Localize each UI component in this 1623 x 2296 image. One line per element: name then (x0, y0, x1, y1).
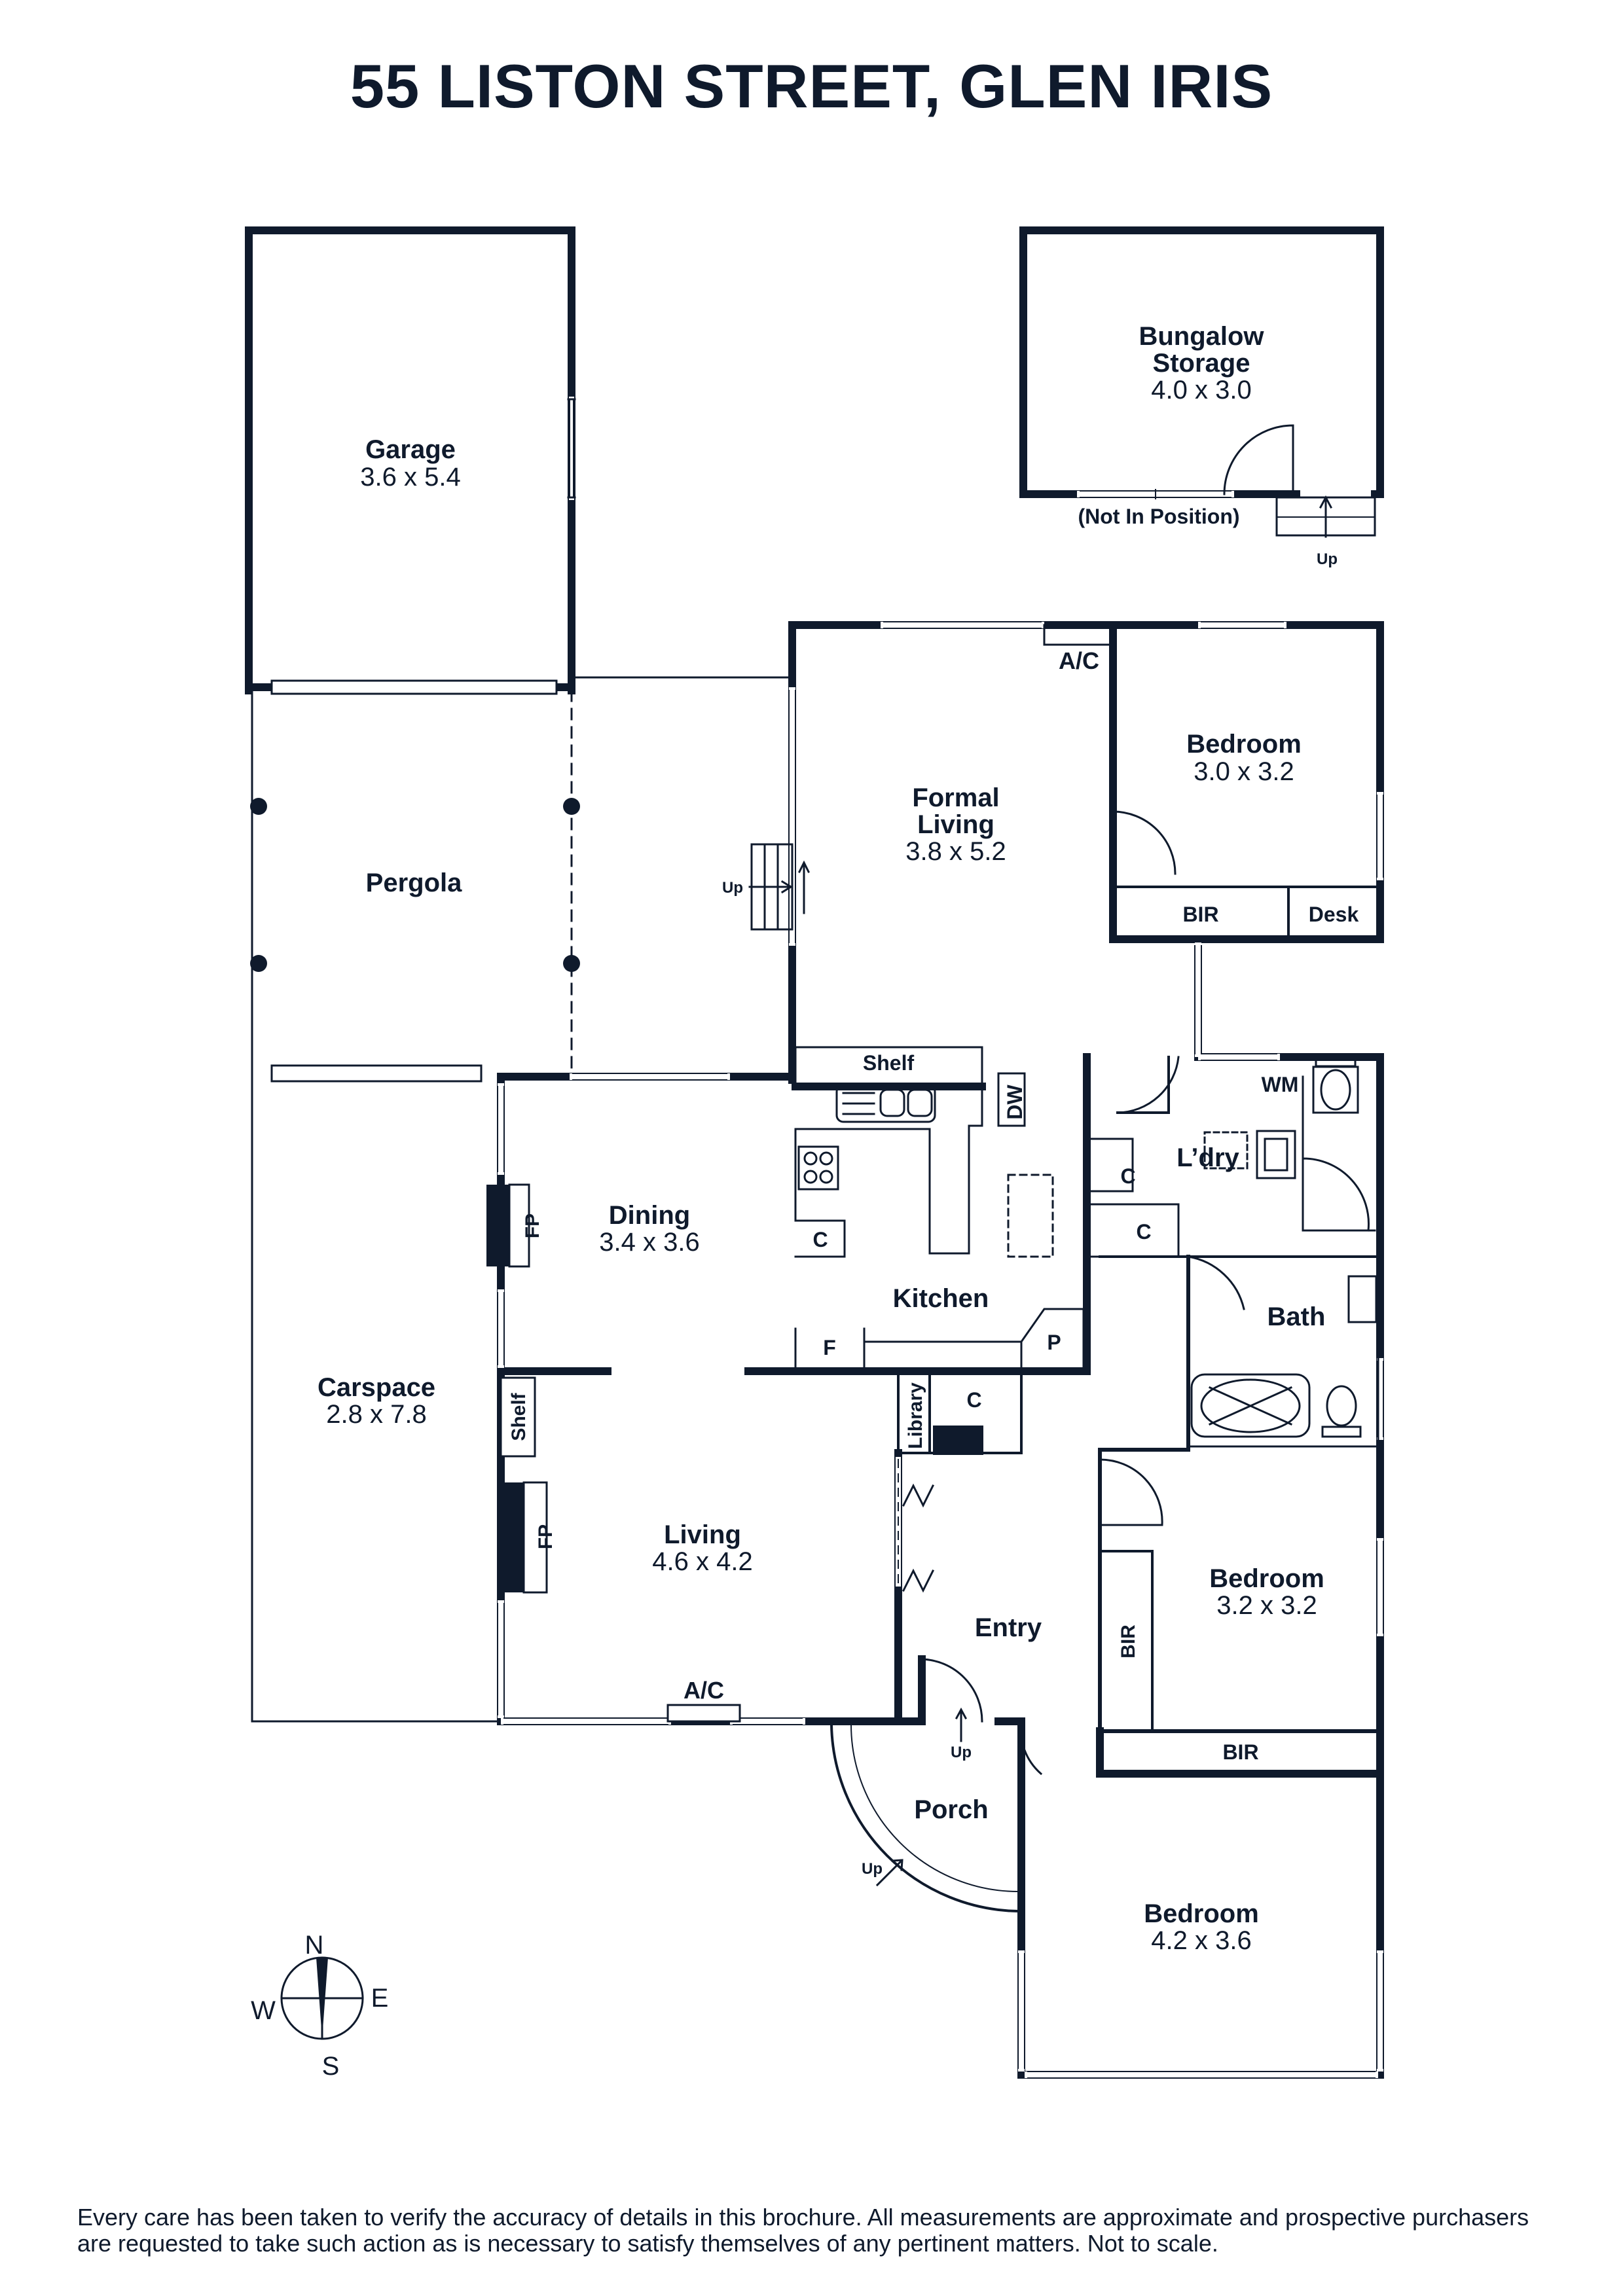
dining-dims: 3.4 x 3.6 (599, 1228, 699, 1257)
bath-name: Bath (1267, 1302, 1326, 1331)
ac-living: A/C (684, 1677, 724, 1704)
kitchen-fittings (794, 1046, 1085, 1372)
formal-living-dims: 3.8 x 5.2 (905, 837, 1006, 866)
compass-west: W (251, 1996, 276, 2025)
entry-up: Up (951, 1744, 972, 1761)
living-name: Living (664, 1520, 741, 1549)
pergola-outline (251, 676, 790, 1083)
carspace-outline (251, 1072, 502, 1723)
formal-living-steps (748, 843, 811, 931)
kitchen-shelf: Shelf (863, 1051, 915, 1075)
garage-walls (245, 226, 576, 695)
laundry-name: L’dry (1176, 1143, 1239, 1172)
entry-fittings (830, 1458, 1163, 1913)
bedroom2-name: Bedroom (1209, 1564, 1324, 1593)
garage-dims: 3.6 x 5.4 (360, 463, 460, 492)
bedroom3-name: Bedroom (1144, 1899, 1259, 1928)
washing-machine-label: WM (1262, 1073, 1299, 1096)
ac-formal-living: A/C (1059, 647, 1099, 674)
bedroom1-desk: Desk (1309, 903, 1359, 926)
living-shelf: Shelf (508, 1392, 530, 1441)
formal-living-name-2: Living (917, 810, 994, 839)
page-title: 55 LISTON STREET, GLEN IRIS (350, 52, 1273, 120)
entry-name: Entry (975, 1613, 1042, 1642)
bungalow-name-2: Storage (1153, 349, 1250, 378)
porch-name: Porch (914, 1795, 988, 1824)
bedroom1-fittings (1043, 624, 1381, 941)
compass-rose (280, 1956, 364, 2040)
bedroom1-dims: 3.0 x 3.2 (1194, 757, 1294, 786)
bedroom1-bir: BIR (1182, 903, 1218, 926)
compass-east: E (371, 1984, 389, 2013)
bungalow-note: (Not In Position) (1078, 505, 1239, 528)
formal-living-name-1: Formal (912, 783, 999, 812)
bungalow-walls (1019, 226, 1384, 538)
living-dims: 4.6 x 4.2 (652, 1547, 752, 1576)
bath-fittings (1187, 1255, 1379, 1448)
bedroom2-bir-side: BIR (1118, 1624, 1139, 1659)
pergola-posts (250, 798, 580, 972)
kitchen-name: Kitchen (893, 1284, 989, 1313)
carspace-dims: 2.8 x 7.8 (326, 1400, 426, 1429)
bedroom2-dims: 3.2 x 3.2 (1216, 1591, 1317, 1620)
compass-north: N (305, 1931, 324, 1960)
compass-south: S (322, 2052, 340, 2081)
bungalow-dims: 4.0 x 3.0 (1151, 376, 1251, 404)
library-block (933, 1426, 983, 1455)
pergola-name: Pergola (366, 869, 462, 897)
pantry-label: P (1047, 1331, 1061, 1354)
library-cupboard: C (966, 1388, 981, 1412)
dining-name: Dining (609, 1201, 690, 1230)
bedroom1-name: Bedroom (1186, 730, 1302, 759)
living-fittings (486, 1183, 935, 1723)
dishwasher-label: DW (1003, 1085, 1027, 1120)
bedroom2-bir-bottom: BIR (1222, 1740, 1258, 1764)
living-fireplace: FP (535, 1524, 556, 1549)
disclaimer: Every care has been taken to verify the … (77, 2204, 1529, 2257)
laundry-cupboard-1: C (1120, 1164, 1135, 1188)
dining-fireplace: FP (522, 1213, 543, 1238)
library-label: Library (905, 1382, 926, 1449)
fridge-label: F (823, 1336, 836, 1359)
porch-up: Up (862, 1860, 883, 1878)
carspace-name: Carspace (318, 1373, 435, 1402)
bungalow-name-1: Bungalow (1139, 322, 1264, 351)
garage-name: Garage (365, 435, 456, 464)
laundry-fittings (1085, 1056, 1376, 1310)
bungalow-up: Up (1317, 550, 1338, 568)
bedroom3-dims: 4.2 x 3.6 (1151, 1926, 1251, 1955)
laundry-cupboard-2: C (1136, 1220, 1151, 1244)
kitchen-cupboard: C (812, 1228, 828, 1251)
formal-living-up: Up (722, 879, 743, 897)
